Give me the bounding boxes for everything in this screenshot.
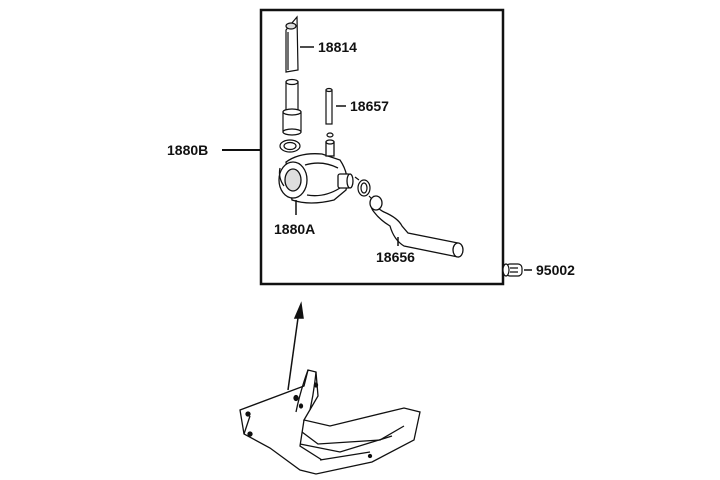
floor-panel: [239, 369, 421, 475]
label-95002: 95002: [536, 262, 575, 278]
label-1880B: 1880B: [167, 142, 208, 158]
label-18814: 18814: [318, 39, 357, 55]
part-18656-hose: [369, 195, 464, 258]
location-arrow: [287, 301, 304, 391]
label-18657: 18657: [350, 98, 389, 114]
part-95002-clip: [502, 263, 523, 277]
part-18814-lower-tube: [282, 78, 302, 136]
part-1880A-fuel-tap: [278, 139, 354, 204]
part-18657-pin: [325, 87, 334, 138]
label-1880A: 1880A: [274, 221, 315, 237]
detail-frame: [259, 8, 505, 286]
part-18814-upper-tube: [285, 15, 299, 73]
label-18656: 18656: [376, 249, 415, 265]
clip-ring-small: [279, 139, 301, 153]
hose-clip: [354, 176, 373, 200]
